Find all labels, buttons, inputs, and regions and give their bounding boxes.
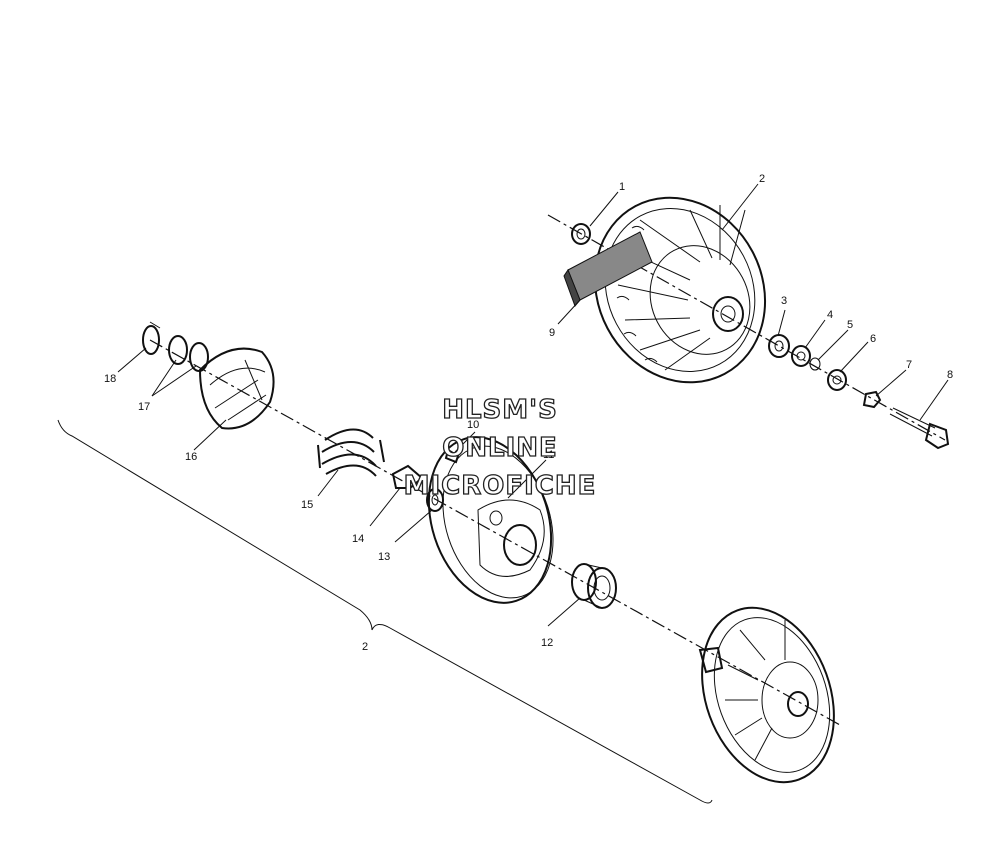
callout-13: 13 — [378, 551, 390, 563]
rings-part-17 — [168, 335, 209, 372]
bearing-part-12 — [571, 563, 617, 609]
callout-2: 2 — [759, 173, 765, 185]
washer-part-1 — [571, 223, 591, 245]
group-brace — [57, 419, 713, 804]
spring-part-15 — [317, 428, 385, 477]
watermark-line-2: ONLINE — [442, 433, 558, 463]
callout-16: 16 — [185, 451, 197, 463]
callout-9: 9 — [549, 327, 555, 339]
screw-part-10 — [444, 448, 460, 464]
callout-2-group: 2 — [362, 641, 368, 653]
watermark: HLSM'S ONLINE MICROFICHE — [403, 394, 597, 501]
callout-5: 5 — [847, 319, 853, 331]
callout-4: 4 — [827, 309, 833, 321]
moveable-sheave-part-11 — [427, 436, 554, 604]
cam-part-16 — [198, 347, 275, 430]
callout-labels: 1 2 3 4 5 6 7 8 9 10 11 12 13 14 15 16 1… — [104, 173, 953, 653]
watermark-line-3: MICROFICHE — [404, 471, 597, 501]
clip-part-18 — [142, 321, 161, 355]
key-part-5 — [809, 357, 821, 371]
callout-18: 18 — [104, 373, 116, 385]
callout-1: 1 — [619, 181, 625, 193]
bushing-part-14 — [391, 464, 424, 489]
callout-12: 12 — [541, 637, 553, 649]
fixed-sheave — [698, 606, 835, 784]
callout-10: 10 — [467, 419, 479, 431]
watermark-line-1: HLSM'S — [442, 395, 558, 425]
bolt-part-8 — [889, 407, 950, 450]
callout-6: 6 — [870, 333, 876, 345]
washer-part-4 — [791, 345, 811, 367]
callout-14: 14 — [352, 533, 364, 545]
callout-8: 8 — [947, 369, 953, 381]
upper-sheave-part-2 — [593, 196, 767, 384]
nut-part-7 — [862, 390, 882, 409]
callout-15: 15 — [301, 499, 313, 511]
callout-11: 11 — [543, 449, 554, 461]
leader-lines — [117, 183, 949, 627]
washer-part-3 — [768, 334, 790, 358]
callout-3: 3 — [781, 295, 787, 307]
washer-part-6 — [827, 369, 847, 391]
callout-7: 7 — [906, 359, 912, 371]
callout-17: 17 — [138, 401, 150, 413]
